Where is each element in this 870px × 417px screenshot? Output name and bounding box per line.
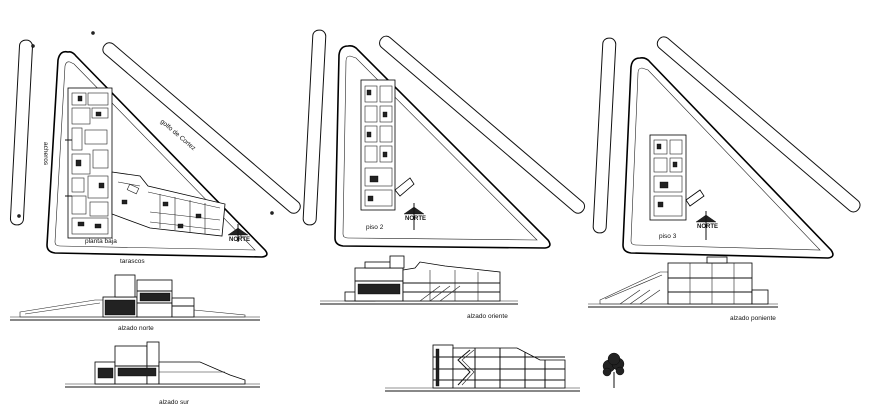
elevation-label-oriente: alzado oriente <box>467 313 508 320</box>
tree-icon <box>602 352 625 388</box>
plan-planta-baja: acheros golfo de Cortez tarascos planta … <box>9 31 301 265</box>
elevation-alzado-norte: alzado norte <box>10 274 260 332</box>
street-strip-diagonal <box>379 35 586 214</box>
building-plan-ground <box>65 87 226 239</box>
elevation-alzado-poniente: alzado poniente <box>588 256 778 322</box>
plan-piso-2: piso 2 NORTE <box>302 29 586 249</box>
floor-label-planta-baja: planta baja <box>85 238 117 245</box>
street-strip-left <box>592 37 617 234</box>
elevation-label-poniente: alzado poniente <box>730 315 776 322</box>
site-boundary <box>622 57 834 259</box>
building-plan-piso-3 <box>649 134 705 221</box>
street-strip-left <box>9 39 33 226</box>
elevation-alzado-sur: alzado sur <box>65 341 260 406</box>
north-label-3: NORTE <box>697 224 718 230</box>
elevation-label-norte: alzado norte <box>118 325 154 332</box>
street-strip-left <box>302 29 327 226</box>
floor-label-piso-3: piso 3 <box>659 233 677 240</box>
elevation-label-sur: alzado sur <box>159 399 190 406</box>
north-arrow-icon <box>403 203 425 230</box>
north-arrow-icon <box>695 211 717 240</box>
building-section-drawing <box>385 344 580 392</box>
elevation-alzado-oriente: alzado oriente <box>320 255 518 320</box>
north-label-2: NORTE <box>405 216 426 222</box>
street-strip-diagonal <box>102 42 301 214</box>
site-boundary <box>46 50 268 258</box>
north-arrow-icon <box>227 224 249 242</box>
floor-label-piso-2: piso 2 <box>366 224 384 231</box>
street-label-left: acheros <box>42 142 49 166</box>
street-label-bottom: tarascos <box>120 258 145 265</box>
plan-piso-3: piso 3 NORTE <box>592 36 861 259</box>
north-label-1: NORTE <box>229 237 250 243</box>
building-plan-piso-2 <box>360 79 415 211</box>
street-strip-diagonal <box>656 36 861 213</box>
site-boundary <box>334 45 551 249</box>
